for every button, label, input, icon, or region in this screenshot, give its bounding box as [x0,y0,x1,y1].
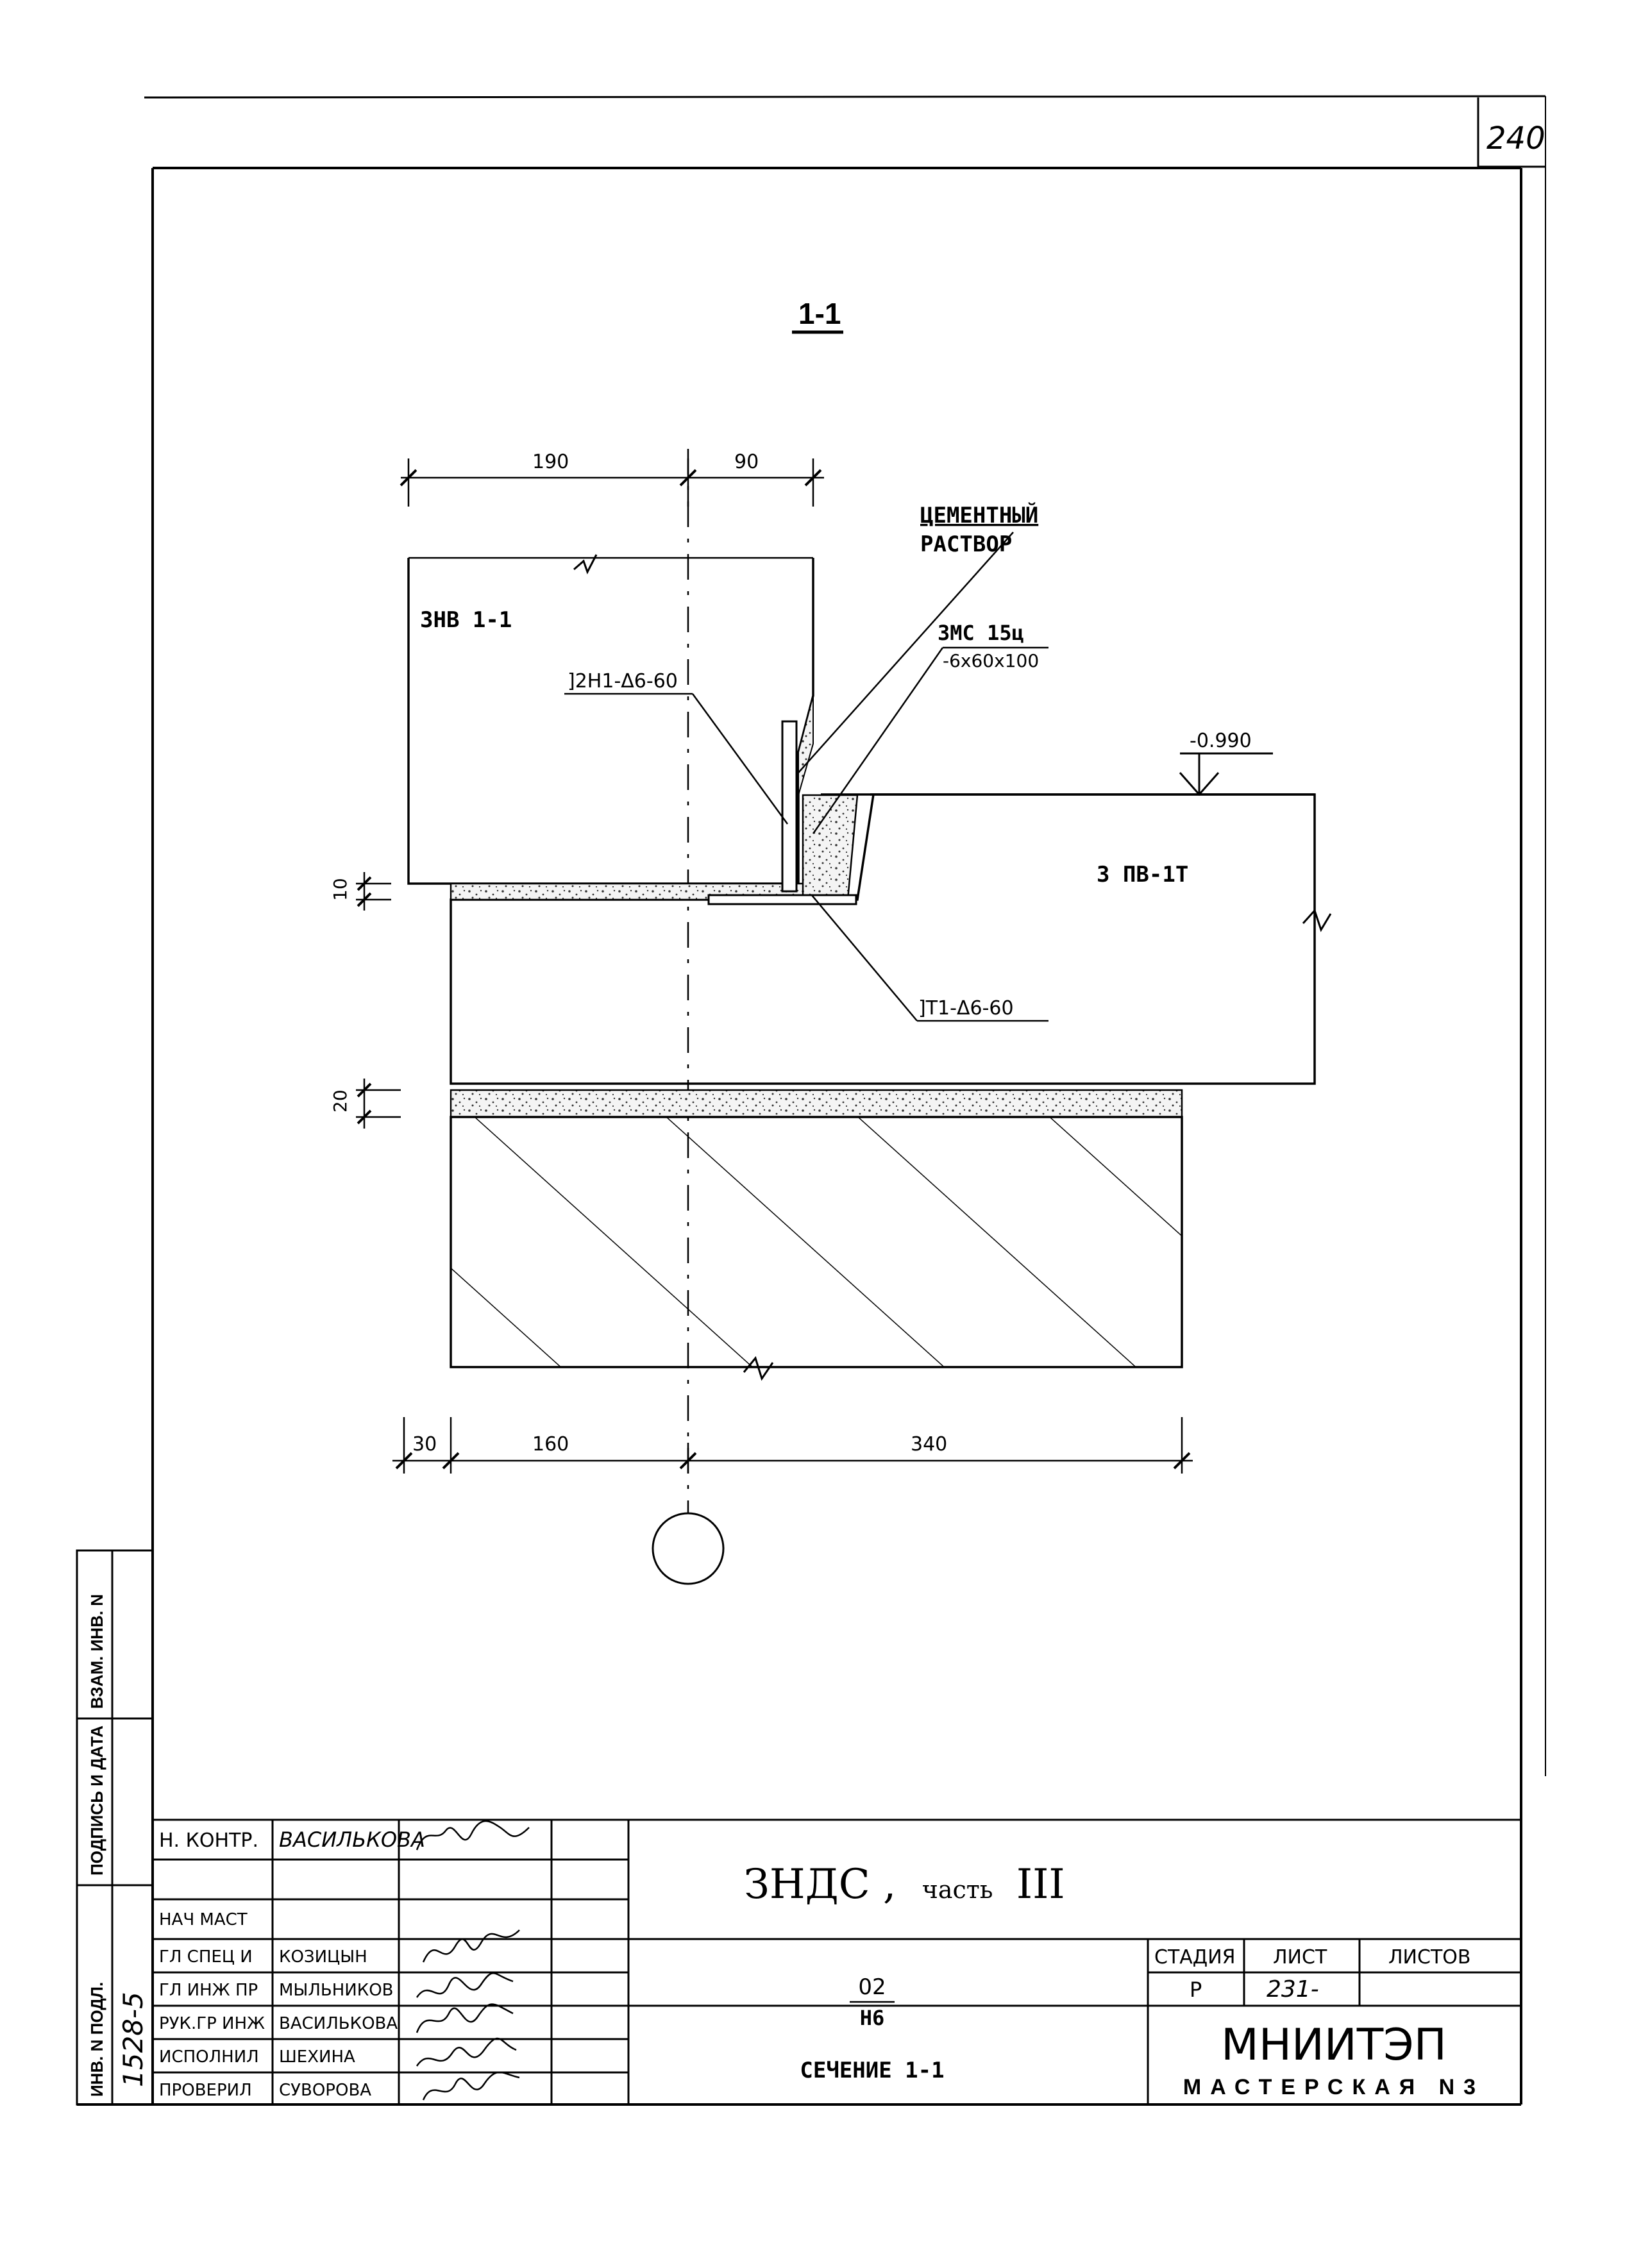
wall-panel-label: ЗНВ 1-1 [420,607,512,633]
mortar-top-wedge [798,695,814,796]
org-name: МНИИТЭП [1221,2020,1447,2071]
drawing-title: СЕЧЕНИЕ 1-1 [800,2058,944,2083]
dim-top-90: 90 [734,451,759,473]
bottom-plate [707,894,857,905]
embed-part-label: ЗМС 15ц [938,621,1024,645]
sheet-header: ЛИСТ [1273,1946,1327,1969]
code-den: Н6 [860,2006,885,2030]
side-stamp-label-1: ПОДПИСЬ И ДАТА [87,1726,106,1876]
embed-plate [781,720,798,893]
name-6: ШЕХИНА [279,2047,355,2067]
sheet-value: 231- [1267,1976,1319,2003]
dim-left-20: 20 [330,1089,351,1113]
name-3: КОЗИЦЫН [279,1947,367,1967]
name-4: МЫЛЬНИКОВ [279,1981,394,2000]
dim-bottom [392,1417,1193,1474]
role-7: ПРОВЕРИЛ [159,2081,252,2100]
dim-left [356,872,401,1129]
code-num: 02 [858,1974,886,2000]
dim-bottom-160: 160 [532,1433,569,1456]
axis-marker-circle [652,1512,725,1585]
section-drawing: 190 90 ЗНВ 1-1 3 ПВ-1Т -0.990 [330,449,1332,1585]
signatures [416,1820,530,2101]
elevation-value: -0.990 [1190,730,1252,752]
title-block-grid [153,1819,1521,2104]
name-5: ВАСИЛЬКОВА [279,2014,398,2033]
role-4: ГЛ ИНЖ ПР [159,1981,258,2000]
sheet-number: 240 [1486,121,1545,156]
mortar-label-2: РАСТВОР [920,532,1012,557]
slab-label: 3 ПВ-1Т [1097,862,1188,887]
sheet-frame [77,95,1546,2106]
dim-top-190: 190 [532,451,569,473]
name-0: ВАСИЛЬКОВА [279,1827,425,1852]
mortar-joint [802,794,859,901]
org-subtitle: МАСТЕРСКАЯ N3 [1183,2075,1485,2099]
wall-panel [407,554,814,885]
dim-bottom-340: 340 [911,1433,947,1456]
foundation-break [743,1356,774,1381]
leaders [564,532,1048,1022]
role-2: НАЧ МАСТ [159,1910,248,1929]
name-7: СУВОРОВА [279,2081,371,2100]
role-6: ИСПОЛНИЛ [159,2047,259,2067]
dim-top [400,458,824,507]
foundation-block [450,1116,1183,1368]
stage-value: Р [1190,1978,1202,2002]
elevation-mark [1179,752,1273,796]
title-block-roles: Н. КОНТР. ВАСИЛЬКОВА НАЧ МАСТ ГЛ СПЕЦ И … [159,1827,425,2100]
embed-part-size: -6x60x100 [943,650,1039,671]
role-0: Н. КОНТР. [159,1829,258,1852]
role-3: ГЛ СПЕЦ И [159,1947,253,1967]
sheets-header: ЛИСТОВ [1388,1946,1470,1969]
weld-bottom-label: ]Т1-Δ6-60 [918,997,1014,1020]
weld-top-label: ]2Н1-Δ6-60 [568,670,678,693]
section-title: 1-1 [798,297,841,330]
role-5: РУК.ГР ИНЖ [159,2014,265,2033]
project-title: ЗНДС , часть III [744,1861,1065,1908]
side-stamp-label-0: ВЗАМ. ИНВ. N [87,1594,106,1709]
mortar-bed-bottom [450,1089,1183,1118]
floor-slab [450,793,1332,1085]
stage-header: СТАДИЯ [1154,1946,1236,1969]
dim-bottom-30: 30 [412,1433,437,1456]
mortar-label-1: ЦЕМЕНТНЫЙ [920,502,1038,528]
side-stamp [76,1549,154,2106]
side-stamp-inv: 1528-5 [117,1992,149,2087]
side-stamp-label-2: ИНВ. N ПОДЛ. [87,1982,106,2097]
dim-left-10: 10 [330,878,351,901]
